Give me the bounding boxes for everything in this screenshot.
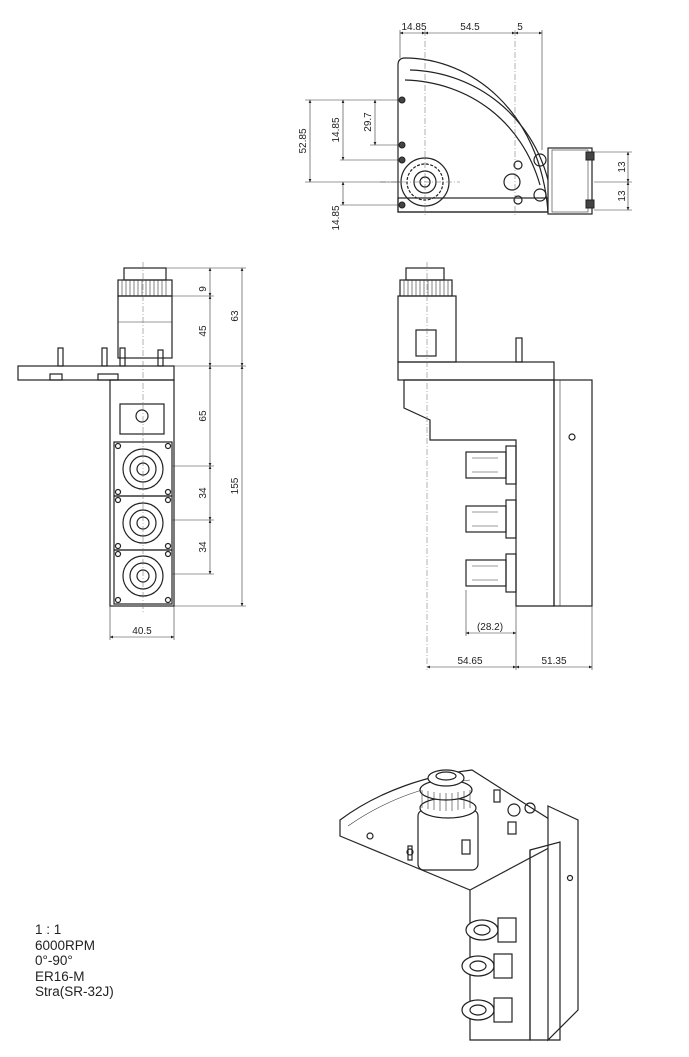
front-dim-body: 45 xyxy=(198,325,209,337)
top-dim-w1: 14.85 xyxy=(401,22,426,33)
spec-rpm: 6000RPM xyxy=(35,937,96,953)
top-view-arc-slot xyxy=(404,79,541,186)
side-view-mount-block xyxy=(553,379,593,607)
front-view-column xyxy=(109,379,175,607)
iso-view-tool xyxy=(461,997,513,1023)
side-view-housing xyxy=(403,379,555,607)
top-dim-h3: 29.7 xyxy=(363,112,374,132)
iso-view-mount-block xyxy=(547,805,579,1042)
front-dim-pitch1: 34 xyxy=(198,487,209,499)
front-dim-width: 40.5 xyxy=(132,626,152,637)
front-dim-top: 63 xyxy=(230,310,241,322)
front-view: 9 45 63 65 155 34 34 40.5 xyxy=(17,262,246,640)
spec-scale: 1 : 1 xyxy=(35,922,62,937)
side-view-tool-station xyxy=(465,499,517,539)
top-view-mount-block xyxy=(547,147,593,215)
side-view-tool-station xyxy=(465,553,517,593)
top-dim-h4: 14.85 xyxy=(331,205,342,230)
side-view: (28.2) 54.65 51.35 xyxy=(397,262,593,670)
top-dim-h1: 52.85 xyxy=(298,128,309,153)
side-view-plate xyxy=(397,361,555,381)
top-view-arc-housing xyxy=(397,57,549,213)
side-view-tool-station xyxy=(465,445,517,485)
front-view-plate xyxy=(17,365,175,381)
front-dim-spacing: 65 xyxy=(198,410,209,422)
front-dim-nut: 9 xyxy=(198,286,209,292)
front-view-nut xyxy=(123,267,167,281)
spec-angle: 0°-90° xyxy=(35,953,73,968)
top-view-arc-slot-inner xyxy=(409,69,549,181)
top-view: 14.85 54.5 5 52.85 14.85 29.7 14.85 13 1… xyxy=(298,22,632,231)
spec-list: 1 : 1 6000RPM 0°-90° ER16-M Stra(SR-32J) xyxy=(35,922,114,1000)
spec-collet: ER16-M xyxy=(35,968,85,984)
front-dim-total: 155 xyxy=(230,477,241,494)
top-dim-r2: 13 xyxy=(617,190,628,202)
top-dim-w2: 54.5 xyxy=(460,22,480,33)
spec-model: Stra(SR-32J) xyxy=(35,984,114,999)
isometric-view xyxy=(339,769,579,1042)
side-dim-right: 51.35 xyxy=(541,656,566,667)
iso-view-tool xyxy=(461,953,513,979)
top-dim-w3: 5 xyxy=(517,22,523,33)
side-dim-ref: (28.2) xyxy=(477,622,503,633)
top-dim-h2: 14.85 xyxy=(331,117,342,142)
side-dim-left: 54.65 xyxy=(457,656,482,667)
side-view-nut xyxy=(405,267,445,281)
front-dim-pitch2: 34 xyxy=(198,541,209,553)
iso-view-tool xyxy=(465,917,517,943)
top-dim-r1: 13 xyxy=(617,161,628,173)
front-view-spindle-body xyxy=(117,295,173,359)
